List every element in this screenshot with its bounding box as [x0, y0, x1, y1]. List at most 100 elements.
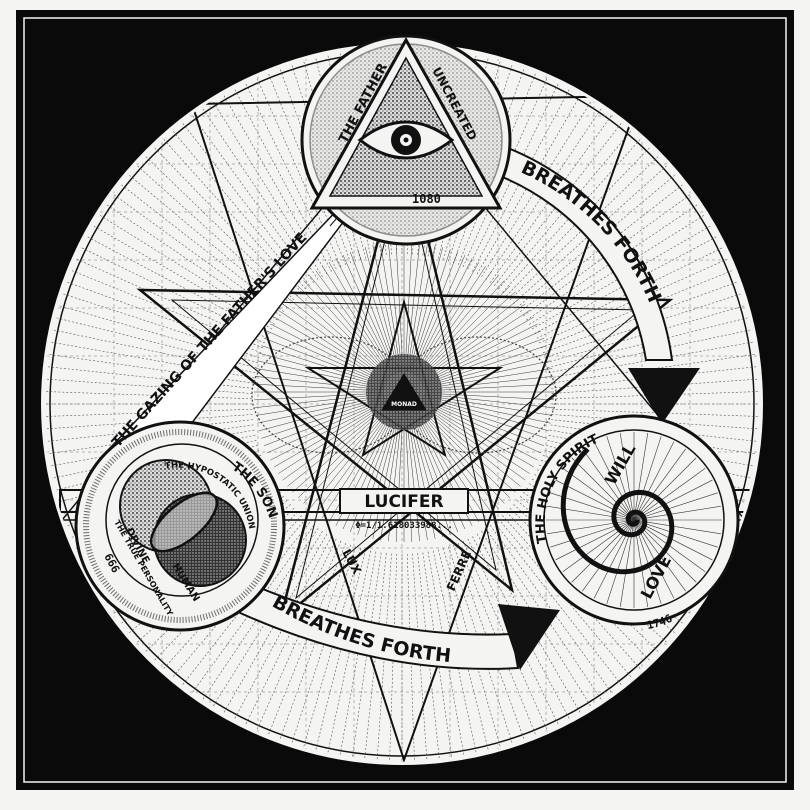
decor-line: [633, 433, 649, 521]
decor-line: [408, 247, 444, 373]
decor-line: [273, 401, 387, 468]
monad-label: MONAD: [391, 401, 417, 408]
decor-line: [420, 310, 530, 382]
decor-line: [633, 436, 662, 521]
decor-line: [287, 297, 389, 380]
decor-line: [423, 360, 551, 389]
decor-line: [408, 411, 444, 537]
decor-line: [322, 408, 394, 518]
decor-line: [259, 352, 385, 388]
decor-line: [118, 182, 284, 312]
decor-line: [421, 316, 535, 383]
decor-line: [416, 275, 499, 377]
decor-line: [44, 366, 253, 389]
decor-line: [314, 549, 367, 754]
decor-line: [410, 251, 458, 374]
phi-label: Φ=1/1.618033988...: [355, 521, 453, 531]
decor-line: [303, 280, 391, 378]
decor-line: [418, 291, 516, 379]
eye-icon: [357, 120, 455, 160]
decor-line: [63, 280, 262, 353]
decor-line: [278, 310, 388, 382]
son-medallion: THE SON THE HYPOSTATIC UNION DIVINE HUMA…: [74, 420, 286, 632]
decor-line: [421, 323, 538, 384]
decor-line: [59, 292, 260, 358]
decor-line: [243, 80, 337, 270]
decor-line: [339, 551, 377, 759]
decor-line: [134, 162, 291, 304]
decor-line: [55, 304, 258, 363]
decor-line: [380, 243, 402, 373]
decor-line: [151, 144, 299, 297]
decor-line: [422, 330, 542, 385]
decor-line: [494, 522, 624, 688]
arrow-upper: [628, 368, 700, 424]
decor-line: [423, 393, 554, 408]
decor-line: [419, 297, 521, 380]
decor-line: [261, 345, 386, 387]
decor-line: [73, 257, 266, 344]
decor-line: [633, 468, 706, 521]
decor-line: [422, 345, 547, 387]
decor-line: [582, 448, 635, 521]
decor-line: [633, 519, 721, 535]
decor-line: [423, 395, 551, 424]
decor-line: [421, 401, 535, 468]
decor-line: [263, 398, 386, 446]
decor-line: [571, 457, 635, 521]
decor-line: [555, 479, 635, 521]
decor-line: [266, 330, 386, 385]
decor-line: [126, 172, 288, 308]
decor-line: [292, 291, 390, 379]
decor-line: [200, 105, 319, 280]
decor-line: [606, 436, 635, 521]
decor-line: [210, 98, 323, 277]
lemniscate-right: [399, 336, 557, 454]
decor-line: [221, 92, 328, 275]
decor-line: [326, 550, 372, 757]
decor-line: [415, 270, 493, 376]
decor-line: [257, 360, 385, 389]
decor-line: [254, 383, 385, 392]
father-medallion: THE FATHER UNCREATED 1080: [300, 34, 512, 246]
spirit-medallion: THE HOLY SPIRIT WILL LOVE 1746: [528, 414, 740, 632]
decor-line: [633, 479, 713, 521]
decor-line: [255, 368, 385, 390]
breathes-band-upper: [498, 146, 674, 361]
decor-line: [287, 404, 389, 487]
decor-line: [550, 519, 635, 548]
decor-line: [44, 391, 253, 400]
frame-inner-line: [23, 17, 787, 783]
decor-line: [232, 85, 332, 272]
decor-line: [302, 548, 361, 751]
decor-line: [422, 338, 545, 386]
decor-line: [593, 441, 635, 521]
decor-line: [416, 407, 499, 509]
decor-line: [562, 468, 635, 521]
decor-line: [407, 411, 436, 539]
union-ellipse: [149, 491, 219, 553]
decor-line: [52, 316, 257, 369]
decor-line: [142, 153, 295, 301]
decor-line: [335, 258, 396, 375]
decor-line: [263, 338, 386, 386]
decor-line: [257, 395, 385, 424]
decor-line: [555, 519, 635, 561]
decor-line: [255, 75, 342, 268]
decor-line: [412, 258, 473, 375]
great-pentagram: [136, 139, 674, 624]
decor-line: [160, 136, 302, 293]
decor-line: [254, 393, 385, 408]
decor-line: [273, 316, 387, 383]
decor-line: [395, 242, 404, 373]
decor-line: [417, 406, 505, 504]
decor-line: [47, 341, 255, 379]
decor-line: [44, 378, 253, 394]
golden-spiral: [560, 447, 675, 575]
decor-line: [407, 245, 436, 373]
decor-line: [423, 352, 549, 388]
decor-line: [254, 376, 385, 391]
decor-line: [297, 285, 391, 379]
decor-line: [364, 411, 400, 537]
